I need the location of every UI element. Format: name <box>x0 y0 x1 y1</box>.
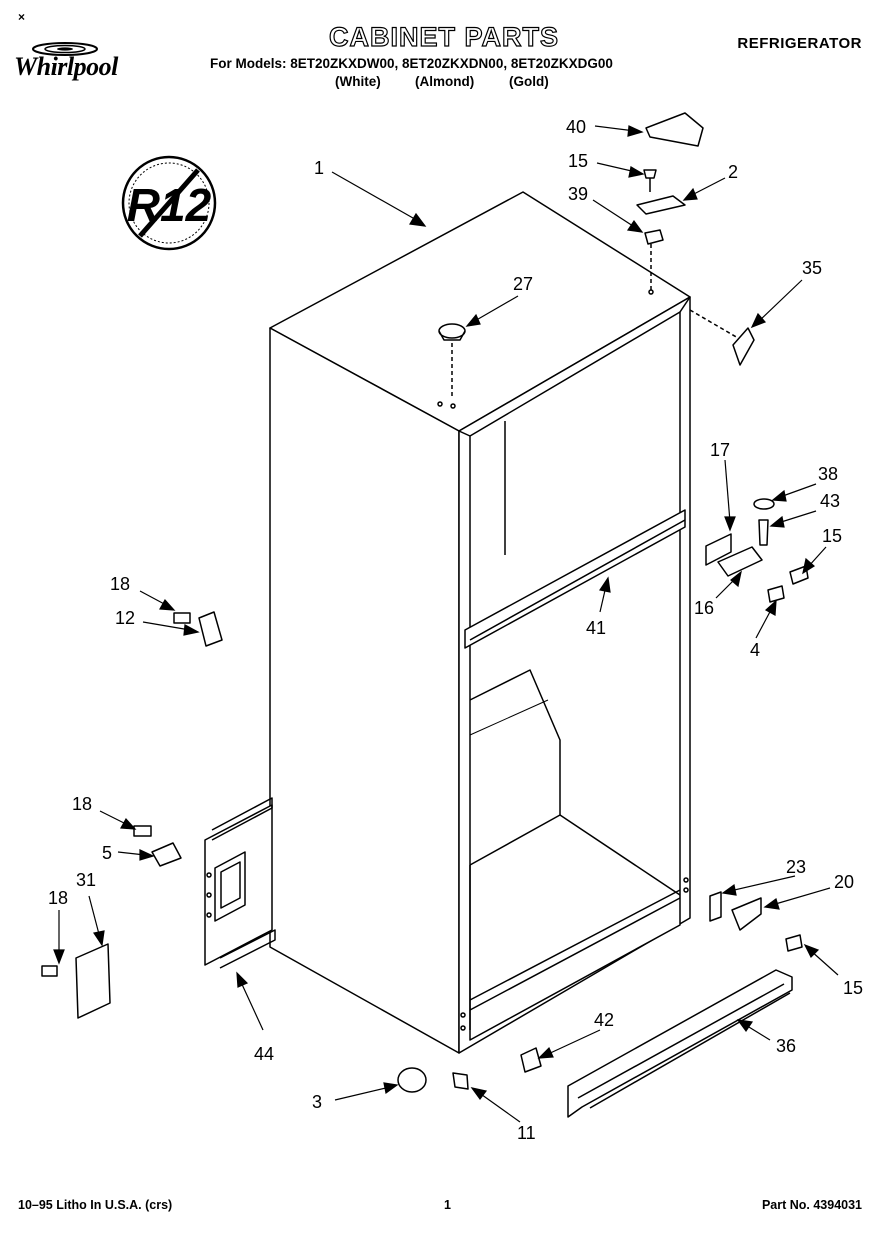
callout-p15c: 15 <box>843 978 863 998</box>
logo-swirl-icon <box>32 42 98 56</box>
corner-mark: × <box>18 10 26 24</box>
callout-p20: 20 <box>834 872 854 892</box>
callout-p1: 1 <box>314 158 324 178</box>
footer-page-number: 1 <box>444 1198 451 1212</box>
callout-p16: 16 <box>694 598 714 618</box>
footer-part-number: Part No. 4394031 <box>761 1198 862 1212</box>
callout-p23: 23 <box>786 857 806 877</box>
callout-p15b: 15 <box>822 526 842 546</box>
model-list: For Models: 8ET20ZKXDW00, 8ET20ZKXDN00, … <box>210 56 613 71</box>
callout-p11: 11 <box>517 1123 536 1143</box>
color-white: (White) <box>335 74 381 89</box>
callout-p43: 43 <box>820 491 840 511</box>
callout-p12: 12 <box>115 608 135 628</box>
callout-p44: 44 <box>254 1044 274 1064</box>
callout-p38: 38 <box>818 464 838 484</box>
color-gold: (Gold) <box>509 74 549 89</box>
callout-p40: 40 <box>566 117 586 137</box>
callout-p27: 27 <box>513 274 533 294</box>
callout-p42: 42 <box>594 1010 614 1030</box>
callout-p18c: 18 <box>48 888 68 908</box>
refrigerator-cabinet <box>269 191 691 1054</box>
callout-p41: 41 <box>586 618 606 638</box>
callout-p36: 36 <box>776 1036 796 1056</box>
callout-p17: 17 <box>710 440 730 460</box>
no-r12-badge <box>121 155 217 251</box>
callout-p3: 3 <box>312 1092 322 1112</box>
callout-p35: 35 <box>802 258 822 278</box>
callout-p39: 39 <box>568 184 588 204</box>
callouts: 1 2 3 4 5 11 12 15 15 15 16 17 18 18 18 … <box>48 117 863 1143</box>
page-title: CABINET PARTS <box>328 21 559 52</box>
appliance-category: REFRIGERATOR <box>737 35 862 52</box>
color-almond: (Almond) <box>415 74 475 89</box>
callout-p31: 31 <box>76 870 96 890</box>
badge-r12-text: R12 <box>127 179 212 231</box>
callout-p18a: 18 <box>110 574 130 594</box>
callout-p4: 4 <box>750 640 760 660</box>
callout-p5: 5 <box>102 843 112 863</box>
footer-litho: 10–95 Litho In U.S.A. (crs) <box>18 1198 173 1212</box>
callout-p18b: 18 <box>72 794 92 814</box>
part-44-panel <box>204 797 276 969</box>
callout-p15a: 15 <box>568 151 588 171</box>
whirlpool-logo: Whirlpool <box>14 52 118 81</box>
callout-p2: 2 <box>728 162 738 182</box>
